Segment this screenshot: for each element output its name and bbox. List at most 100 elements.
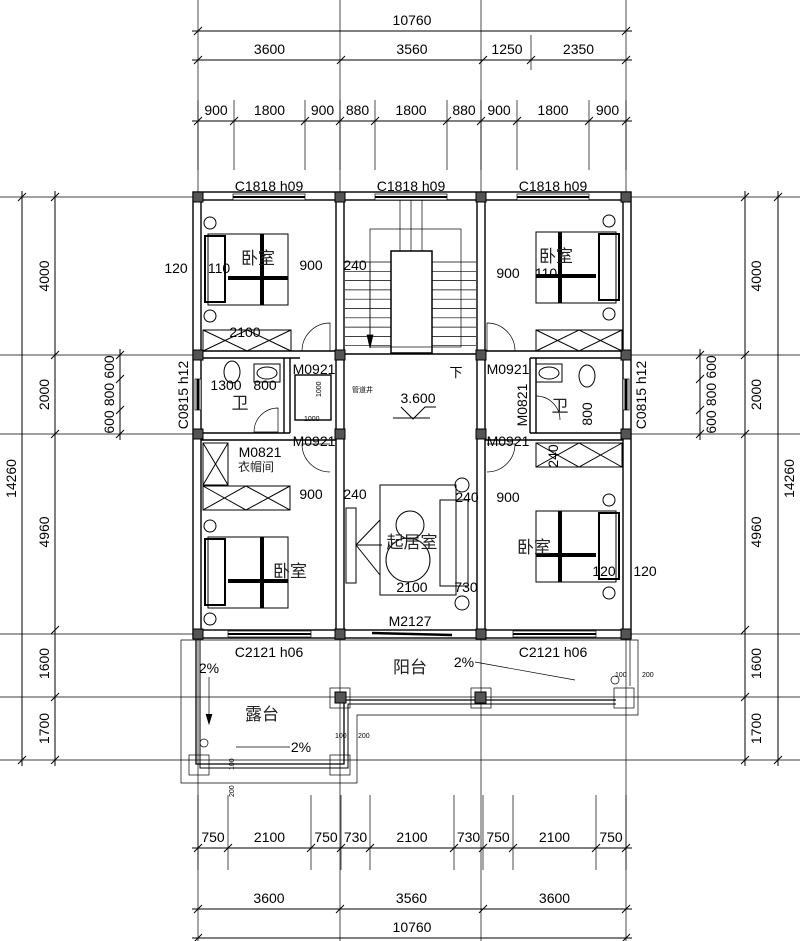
dimension-label: 2000 <box>36 379 52 410</box>
floor-level: 3.600 <box>400 390 435 406</box>
window-label: C2121 h06 <box>235 644 304 660</box>
dimension-label: 3560 <box>396 41 427 57</box>
dim-label: 1000 <box>316 381 323 397</box>
dimension-label: 800 <box>703 383 719 407</box>
dim-label: 900 <box>496 265 520 281</box>
level-marker <box>393 406 436 420</box>
dimension-label: 900 <box>311 102 335 118</box>
bed-top-right <box>535 214 620 321</box>
dim-label: 200 <box>229 785 236 797</box>
dimension-tick <box>115 405 125 415</box>
door-label: M0921 <box>487 433 530 449</box>
dim-label: 110 <box>535 265 558 281</box>
shaft-label: 管道井 <box>352 385 373 394</box>
stair-direction: 下 <box>449 365 462 380</box>
dim-label: 900 <box>299 257 323 273</box>
dimension-label: 10760 <box>393 919 432 935</box>
dimension-label: 880 <box>452 102 476 118</box>
slope-label: 2% <box>454 654 474 670</box>
dim-label: 120 <box>592 563 616 579</box>
dimension-label: 900 <box>487 102 511 118</box>
bath-fixtures <box>223 360 596 388</box>
dimension-column: 14260 <box>3 191 27 766</box>
dimension-label: 750 <box>599 829 623 845</box>
dimension-tick <box>50 429 60 439</box>
dimension-label: 1700 <box>36 713 52 744</box>
dimension-label: 4000 <box>36 260 52 291</box>
dim-label: 900 <box>299 486 323 502</box>
dimension-tick <box>621 26 631 36</box>
bed-bottom-right <box>535 493 620 600</box>
dim-label: 110 <box>208 260 231 276</box>
door-label: M0821 <box>239 444 282 460</box>
door-label: M0821 <box>514 383 530 426</box>
dimension-label: 880 <box>346 102 370 118</box>
windows <box>194 193 630 638</box>
dimension-label: 1800 <box>254 102 285 118</box>
room-label: 卧室 <box>539 247 573 267</box>
dimension-tick <box>193 904 203 914</box>
dimension-tick <box>621 904 631 914</box>
dim-label: 800 <box>253 377 277 393</box>
room-label: 起居室 <box>387 533 438 553</box>
dim-label: 730 <box>454 579 478 595</box>
dim-label: 100 <box>229 758 236 770</box>
dimension-tick <box>695 429 705 439</box>
dimension-tick <box>740 755 750 765</box>
dimension-tick <box>621 55 631 65</box>
room-label: 卧室 <box>517 538 551 558</box>
dimension-tick <box>773 192 783 202</box>
dimension-label: 2100 <box>254 829 285 845</box>
dimension-tick <box>50 692 60 702</box>
dimension-label: 1600 <box>36 648 52 679</box>
dimension-tick <box>740 625 750 635</box>
dimension-label: 4000 <box>748 260 764 291</box>
dimension-label: 14260 <box>781 459 797 498</box>
dimension-label: 1250 <box>491 41 522 57</box>
dim-label: 1300 <box>210 377 241 393</box>
window-label: C0815 h12 <box>175 361 191 430</box>
dimension-label: 600 <box>101 355 117 379</box>
labels: C1818 h09 C1818 h09 C1818 h09 C0815 h12 … <box>164 178 657 797</box>
dimension-tick <box>115 429 125 439</box>
window-label: C1818 h09 <box>235 178 304 194</box>
dimension-label: 3560 <box>396 890 427 906</box>
slope-label: 2% <box>199 660 219 676</box>
dimension-label: 900 <box>596 102 620 118</box>
dimension-tick <box>695 350 705 360</box>
dimension-label: 4960 <box>748 516 764 547</box>
dimension-label: 600 <box>703 410 719 434</box>
dimension-row: 10760 <box>192 919 632 941</box>
dimension-tick <box>526 55 536 65</box>
dimension-tick <box>335 904 345 914</box>
dim-label: 240 <box>343 486 367 502</box>
dimension-tick <box>740 429 750 439</box>
room-label: 卧室 <box>273 562 307 582</box>
dim-label: 100 <box>615 672 627 679</box>
room-label: 卫 <box>552 397 569 417</box>
door-swings <box>253 322 561 473</box>
room-label: 露台 <box>245 705 279 725</box>
staircase <box>345 200 476 354</box>
window-label: C1818 h09 <box>377 178 446 194</box>
dimension-tick <box>478 55 488 65</box>
dimension-label: 3600 <box>253 890 284 906</box>
dim-label: 120 <box>164 260 188 276</box>
room-label: 卫 <box>232 394 249 414</box>
columns <box>192 191 632 640</box>
door-label: M0921 <box>293 433 336 449</box>
dimension-tick <box>115 350 125 360</box>
dim-label: 240 <box>343 257 367 273</box>
dimension-tick <box>50 350 60 360</box>
wardrobes <box>202 329 623 511</box>
bed-top-left <box>203 216 289 323</box>
dimension-column: 14260 <box>773 191 797 766</box>
dimension-label: 1700 <box>748 713 764 744</box>
